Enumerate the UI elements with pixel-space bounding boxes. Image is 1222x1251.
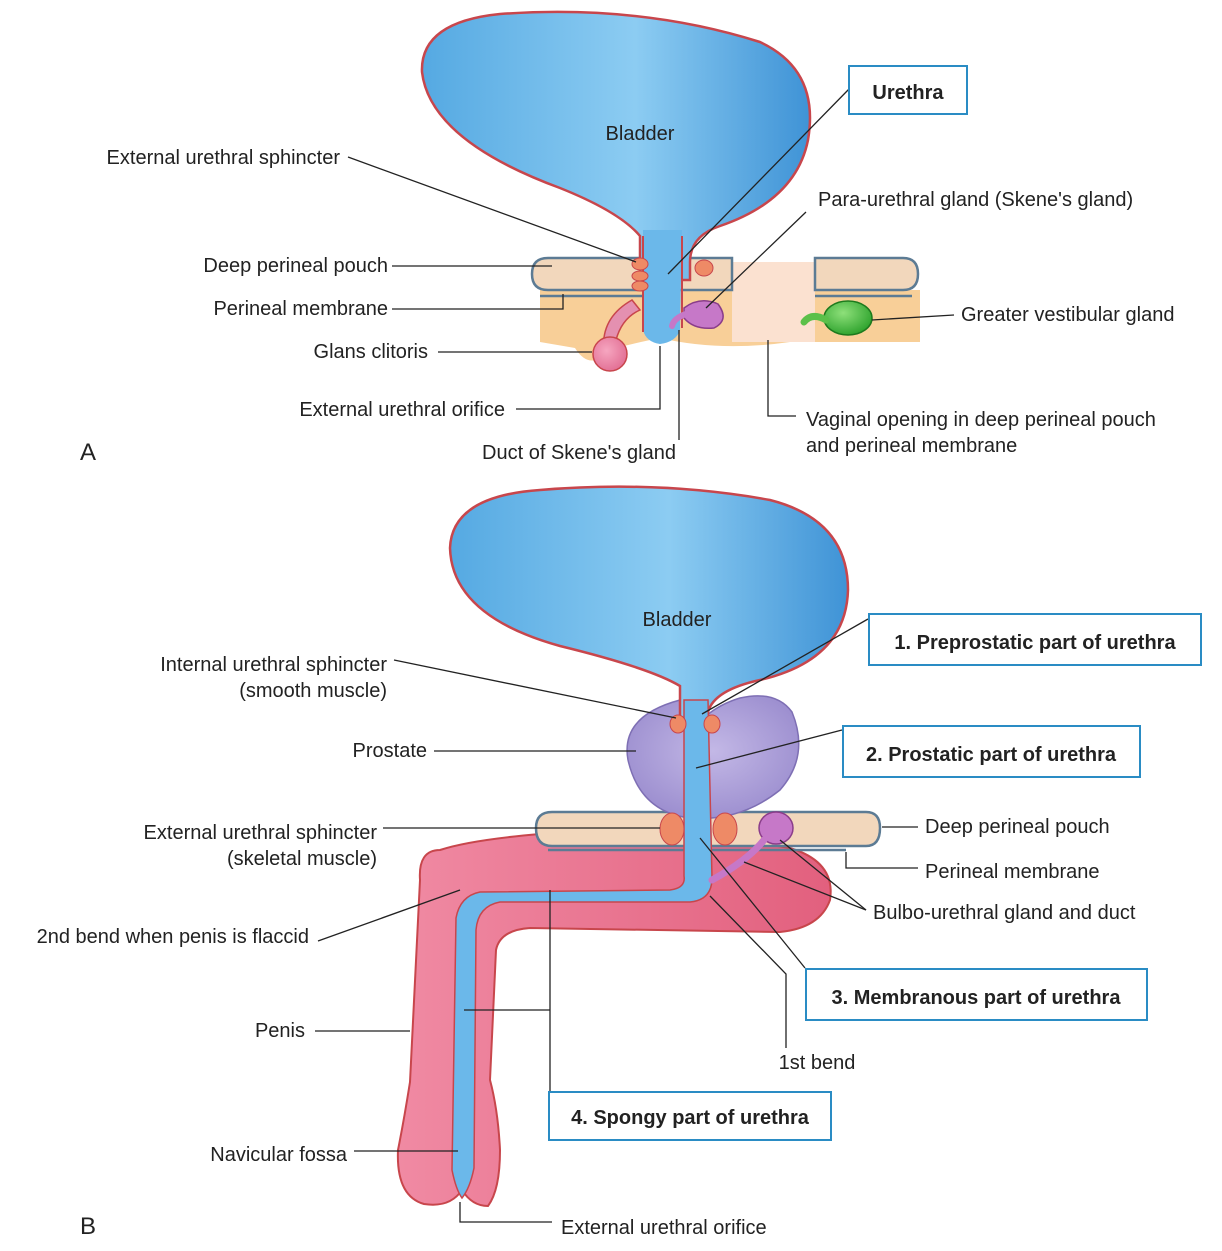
label-glans-clitoris: Glans clitoris: [314, 341, 428, 363]
box-spongy: [548, 1091, 832, 1141]
panel-b: Bladder 1. Preprostatic part of urethra …: [37, 485, 1202, 1240]
box-prostatic: [842, 725, 1141, 778]
box-membranous-label: 3. Membranous part of urethra: [832, 987, 1122, 1009]
internal-urethral-sphincter: [669, 714, 721, 734]
bulbo-urethral-duct: [708, 836, 768, 884]
box-preprostatic-label: 1. Preprostatic part of urethra: [894, 632, 1176, 654]
box-prostatic-label: 2. Prostatic part of urethra: [866, 744, 1117, 766]
external-urethral-sphincter-b: [659, 812, 738, 846]
label-deep-perineal-pouch-b: Deep perineal pouch: [925, 816, 1110, 838]
label-perineal-membrane-b: Perineal membrane: [925, 861, 1100, 883]
label-second-bend: 2nd bend when penis is flaccid: [37, 926, 309, 948]
bladder-b: [448, 485, 850, 722]
label-external-urethral-orifice-b: External urethral orifice: [561, 1217, 767, 1239]
deep-perineal-pouch-right: [813, 256, 920, 292]
urethra-box-label: Urethra: [872, 82, 944, 104]
label-duct-of-skenes-gland: Duct of Skene's gland: [482, 442, 676, 464]
label-greater-vestibular-gland: Greater vestibular gland: [961, 304, 1174, 326]
urethra-b: [451, 699, 713, 1200]
label-internal-sphincter-1: Internal urethral sphincter: [160, 654, 387, 676]
label-external-sphincter-2: (skeletal muscle): [227, 848, 377, 870]
external-urethral-sphincter-a: [631, 257, 714, 292]
label-penis: Penis: [255, 1020, 305, 1042]
label-first-bend: 1st bend: [779, 1052, 856, 1074]
prostate: [626, 695, 800, 820]
label-prostate: Prostate: [353, 740, 427, 762]
bladder-a: [420, 10, 812, 282]
label-vaginal-opening-2: and perineal membrane: [806, 435, 1017, 457]
urethra-a: [643, 230, 682, 344]
skenes-gland: [683, 300, 724, 330]
label-bulbo-urethral: Bulbo-urethral gland and duct: [873, 902, 1136, 924]
greater-vestibular-gland: [823, 300, 873, 336]
label-perineal-membrane-a: Perineal membrane: [213, 298, 388, 320]
label-external-urethral-sphincter-a: External urethral sphincter: [107, 147, 341, 169]
urethra-box: [848, 65, 968, 115]
label-external-sphincter-1: External urethral sphincter: [144, 822, 378, 844]
bladder-label-a: Bladder: [606, 123, 675, 145]
penis: [396, 833, 832, 1208]
label-para-urethral-gland: Para-urethral gland (Skene's gland): [818, 189, 1133, 211]
label-deep-perineal-pouch-a: Deep perineal pouch: [203, 255, 388, 277]
vaginal-opening: [732, 262, 815, 342]
panel-letter-a: A: [80, 439, 96, 466]
box-spongy-label: 4. Spongy part of urethra: [571, 1107, 810, 1129]
box-preprostatic: [868, 613, 1202, 666]
bulbo-urethral-gland: [758, 811, 794, 845]
label-internal-sphincter-2: (smooth muscle): [239, 680, 387, 702]
greater-vestibular-duct: [800, 313, 830, 326]
skenes-duct: [669, 311, 689, 329]
panel-a: Bladder Urethra External urethral sphinc…: [80, 10, 1174, 466]
bladder-label-b: Bladder: [643, 609, 712, 631]
box-membranous: [805, 968, 1148, 1021]
label-external-urethral-orifice-a: External urethral orifice: [299, 399, 505, 421]
label-navicular-fossa: Navicular fossa: [210, 1144, 348, 1166]
glans-clitoris: [592, 336, 628, 372]
panel-letter-b: B: [80, 1213, 96, 1240]
label-vaginal-opening-1: Vaginal opening in deep perineal pouch: [806, 409, 1156, 431]
